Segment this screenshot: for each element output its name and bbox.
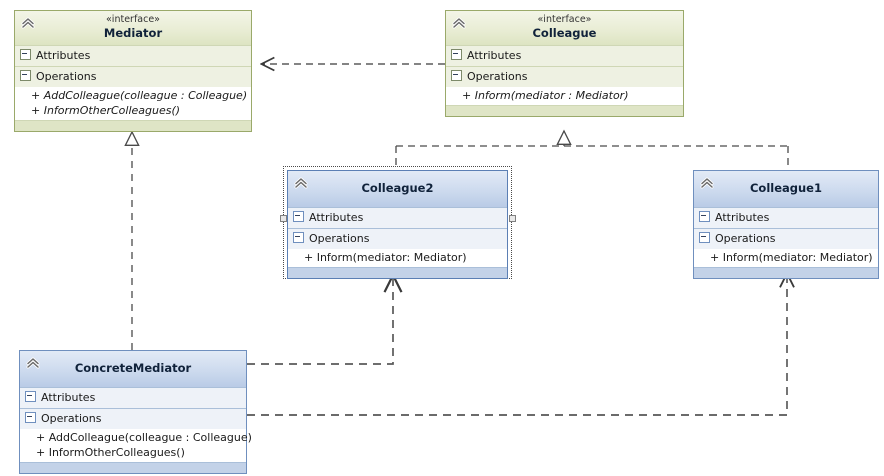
colleague2-title: Colleague2 <box>361 181 434 195</box>
collapse-minus-icon[interactable] <box>699 232 710 243</box>
mediator-header: «interface» Mediator <box>15 11 251 45</box>
collapse-minus-icon[interactable] <box>25 412 36 423</box>
collapse-chevrons-icon[interactable] <box>25 355 41 371</box>
colleague1-operations-list: + Inform(mediator: Mediator) <box>694 249 878 267</box>
operation-item[interactable]: + Inform(mediator: Mediator) <box>710 251 873 264</box>
operation-item[interactable]: + AddColleague(colleague : Colleague) <box>36 431 252 444</box>
class-box-mediator[interactable]: «interface» Mediator Attributes Operatio… <box>14 10 252 132</box>
connector-dependency-concretemediator-colleague2[interactable] <box>247 276 393 365</box>
resize-handle-right[interactable] <box>509 215 516 222</box>
concretemediator-operations-list: + AddColleague(colleague : Colleague) + … <box>20 429 252 462</box>
resize-handle-left[interactable] <box>280 215 287 222</box>
mediator-attributes-section[interactable]: Attributes <box>15 45 251 66</box>
concretemediator-operations-label: Operations <box>41 412 102 425</box>
colleague-header: «interface» Colleague <box>446 11 683 45</box>
mediator-title: Mediator <box>103 26 163 40</box>
concretemediator-title: ConcreteMediator <box>74 361 192 375</box>
colleague1-operations-label: Operations <box>715 232 776 245</box>
colleague2-attributes-label: Attributes <box>309 211 364 224</box>
class-box-concretemediator[interactable]: ConcreteMediator Attributes Operations +… <box>19 350 252 474</box>
colleague-stereotype: «interface» <box>537 14 592 25</box>
connector-dependency-concretemediator-colleague1[interactable] <box>247 274 787 416</box>
colleague2-attributes-section[interactable]: Attributes <box>288 207 507 228</box>
collapse-chevrons-icon[interactable] <box>451 15 467 31</box>
collapse-chevrons-icon[interactable] <box>699 175 715 191</box>
operation-item[interactable]: + InformOtherColleagues() <box>36 446 185 459</box>
colleague1-title: Colleague1 <box>749 181 822 195</box>
colleague2-header: Colleague2 <box>288 171 507 207</box>
colleague1-attributes-section[interactable]: Attributes <box>694 207 878 228</box>
colleague1-operations-section[interactable]: Operations <box>694 228 878 249</box>
colleague2-operations-label: Operations <box>309 232 370 245</box>
concretemediator-operations-section[interactable]: Operations <box>20 408 246 429</box>
concretemediator-footer <box>20 462 246 473</box>
operation-item[interactable]: + AddColleague(colleague : Colleague) <box>31 89 248 102</box>
colleague-attributes-section[interactable]: Attributes <box>446 45 683 66</box>
collapse-minus-icon[interactable] <box>20 70 31 81</box>
colleague-operations-list: + Inform(mediator : Mediator) <box>446 87 683 105</box>
colleague2-operations-section[interactable]: Operations <box>288 228 507 249</box>
collapse-chevrons-icon[interactable] <box>20 15 36 31</box>
concretemediator-header: ConcreteMediator <box>20 351 246 387</box>
class-box-colleague2[interactable]: Colleague2 Attributes Operations + Infor… <box>287 170 508 279</box>
colleague-operations-label: Operations <box>467 70 528 83</box>
operation-item[interactable]: + Inform(mediator : Mediator) <box>462 89 629 102</box>
collapse-minus-icon[interactable] <box>20 49 31 60</box>
colleague2-operations-list: + Inform(mediator: Mediator) <box>288 249 507 267</box>
colleague-attributes-label: Attributes <box>467 49 522 62</box>
class-box-colleague1[interactable]: Colleague1 Attributes Operations + Infor… <box>693 170 879 279</box>
colleague1-attributes-label: Attributes <box>715 211 770 224</box>
operation-item[interactable]: + InformOtherColleagues() <box>31 104 181 117</box>
collapse-chevrons-icon[interactable] <box>293 175 309 191</box>
mediator-attributes-label: Attributes <box>36 49 91 62</box>
colleague-footer <box>446 105 683 116</box>
colleague1-footer <box>694 267 878 278</box>
colleague2-footer <box>288 267 507 278</box>
collapse-minus-icon[interactable] <box>699 211 710 222</box>
class-box-colleague[interactable]: «interface» Colleague Attributes Operati… <box>445 10 684 117</box>
mediator-operations-section[interactable]: Operations <box>15 66 251 87</box>
concretemediator-attributes-section[interactable]: Attributes <box>20 387 246 408</box>
mediator-stereotype: «interface» <box>106 14 160 25</box>
mediator-operations-label: Operations <box>36 70 97 83</box>
operation-item[interactable]: + Inform(mediator: Mediator) <box>304 251 467 264</box>
collapse-minus-icon[interactable] <box>451 70 462 81</box>
collapse-minus-icon[interactable] <box>293 211 304 222</box>
colleague-operations-section[interactable]: Operations <box>446 66 683 87</box>
collapse-minus-icon[interactable] <box>25 391 36 402</box>
collapse-minus-icon[interactable] <box>293 232 304 243</box>
collapse-minus-icon[interactable] <box>451 49 462 60</box>
colleague-title: Colleague <box>532 26 597 40</box>
mediator-footer <box>15 120 251 131</box>
mediator-operations-list: + AddColleague(colleague : Colleague) + … <box>15 87 251 120</box>
connector-realization-colleagues-colleague[interactable] <box>395 129 789 170</box>
concretemediator-attributes-label: Attributes <box>41 391 96 404</box>
colleague1-header: Colleague1 <box>694 171 878 207</box>
